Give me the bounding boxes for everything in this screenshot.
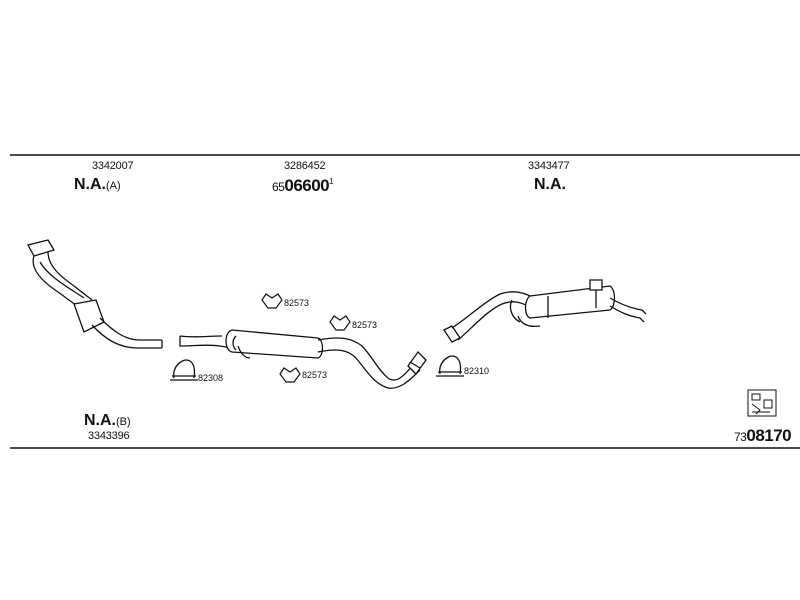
clamp-label-4: 82308	[198, 373, 224, 383]
variant-text: (B)	[116, 416, 131, 428]
part-number-left-top: 3342007	[92, 160, 134, 172]
status-text: N.A.	[84, 412, 116, 429]
clamp-label-2: 82573	[352, 320, 378, 330]
variant-text: (A)	[106, 180, 121, 192]
order-code-center: 65066001	[272, 176, 334, 196]
status-right-top: N.A.	[534, 176, 566, 194]
part-number-right-top: 3343477	[528, 160, 570, 172]
status-left-top: N.A.(A)	[74, 176, 121, 194]
front-downpipe	[27, 239, 163, 349]
part-number-center-top: 3286452	[284, 160, 326, 172]
rear-silencer	[443, 279, 647, 343]
clamp-label-5: 82310	[464, 366, 490, 376]
diagram-code-prefix: 73	[734, 430, 747, 444]
order-code-main: 06600	[284, 176, 330, 195]
clamp-label-1: 82573	[284, 298, 310, 308]
u-bolt-clamp-icon	[170, 355, 464, 381]
clamp-label-3: 82573	[302, 370, 328, 380]
status-left-bottom: N.A.(B)	[84, 412, 131, 430]
diagram-code: 7308170	[734, 426, 792, 446]
diagram-code-main: 08170	[746, 426, 792, 445]
status-text: N.A.	[534, 176, 566, 193]
clamp-icon	[261, 293, 351, 383]
diagram-reference-icon	[747, 389, 777, 417]
middle-silencer	[179, 329, 427, 389]
part-number-left-bottom: 3343396	[88, 430, 130, 442]
order-code-prefix: 65	[272, 180, 285, 194]
order-code-superscript: 1	[329, 177, 334, 186]
status-text: N.A.	[74, 176, 106, 193]
